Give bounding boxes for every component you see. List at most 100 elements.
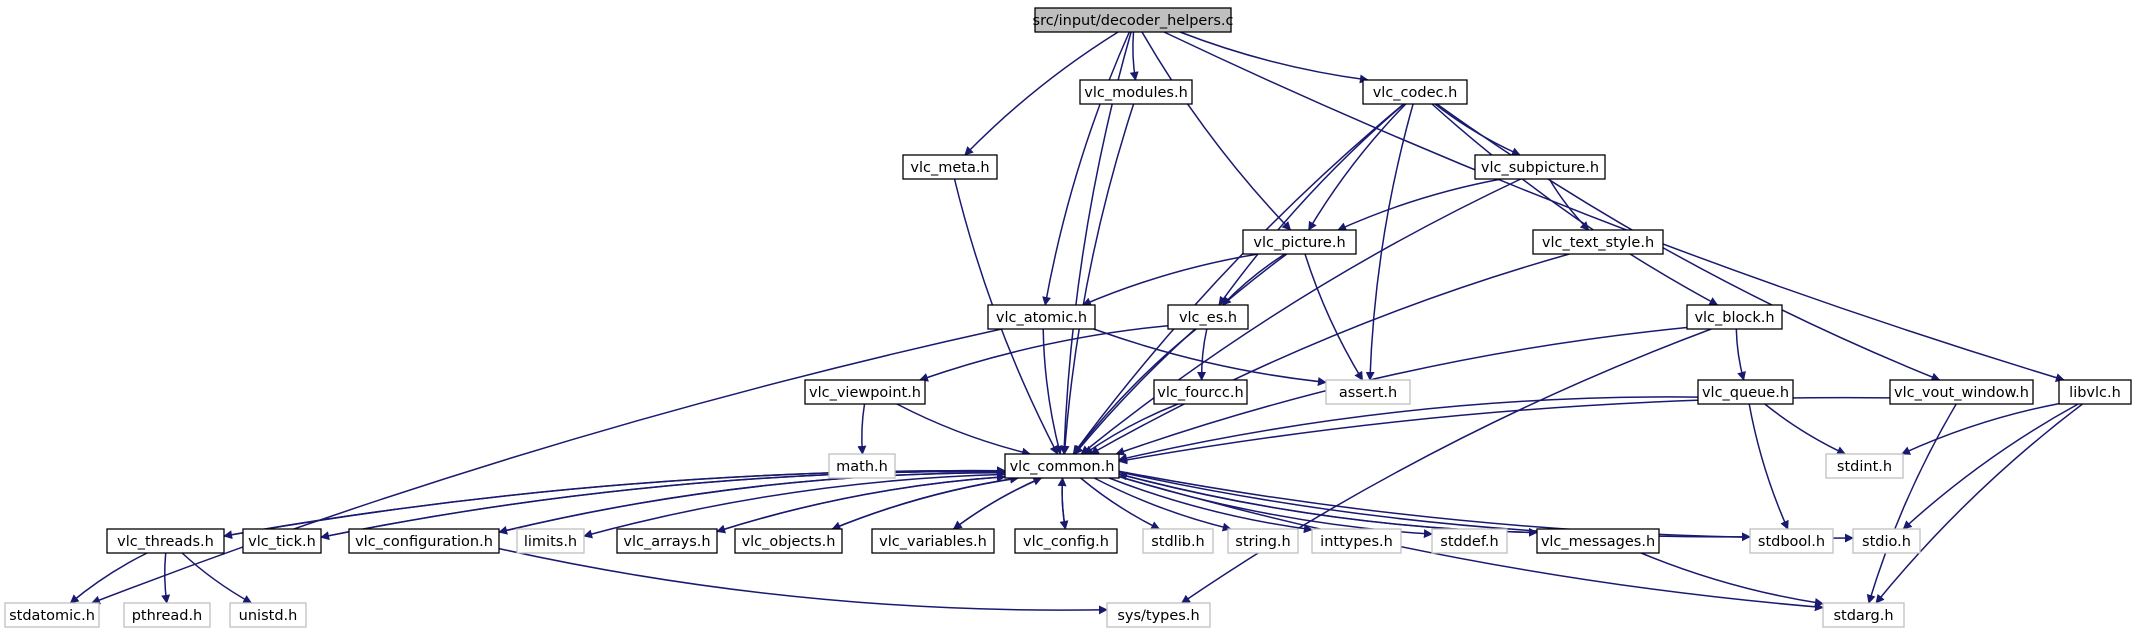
node-label-libvlc: libvlc.h [2069, 385, 2121, 401]
node-vlc_fourcc[interactable]: vlc_fourcc.h [1153, 379, 1248, 405]
node-vlc_subpicture[interactable]: vlc_subpicture.h [1474, 154, 1606, 180]
node-box-libvlc [2058, 379, 2132, 405]
node-vlc_configuration[interactable]: vlc_configuration.h [348, 528, 500, 554]
edge-vlc_vout_window-to-vlc_common [1118, 396, 1891, 465]
node-label-stdatomic: stdatomic.h [9, 608, 95, 624]
edge-vlc_codec-to-vlc_es [1218, 103, 1405, 306]
edge-vlc_vout_window-to-stdarg [1866, 403, 1957, 604]
node-label-math: math.h [836, 459, 888, 475]
node-math[interactable]: math.h [828, 453, 896, 479]
node-label-stdbool: stdbool.h [1758, 534, 1825, 550]
node-sys_types[interactable]: sys/types.h [1106, 602, 1211, 628]
edge-vlc_codec-to-vlc_block [1431, 103, 1719, 306]
edge-root-to-libvlc [1163, 31, 2065, 382]
node-assert[interactable]: assert.h [1325, 379, 1411, 405]
node-box-stdatomic [4, 602, 100, 628]
edge-vlc_atomic-to-vlc_common [1042, 328, 1063, 455]
node-vlc_picture[interactable]: vlc_picture.h [1242, 229, 1357, 255]
node-vlc_es[interactable]: vlc_es.h [1167, 304, 1249, 330]
node-vlc_variables[interactable]: vlc_variables.h [871, 528, 995, 554]
node-label-vlc_objects: vlc_objects.h [742, 534, 836, 550]
node-label-assert: assert.h [1339, 385, 1397, 401]
node-limits[interactable]: limits.h [516, 528, 585, 554]
node-stdatomic[interactable]: stdatomic.h [4, 602, 100, 628]
node-box-limits [516, 528, 585, 554]
edge-vlc_configuration-to-vlc_common [498, 468, 1006, 533]
node-vlc_text_style[interactable]: vlc_text_style.h [1532, 229, 1664, 255]
node-vlc_tick[interactable]: vlc_tick.h [242, 528, 322, 554]
node-unistd[interactable]: unistd.h [229, 602, 307, 628]
node-vlc_queue[interactable]: vlc_queue.h [1697, 379, 1794, 405]
node-label-stdarg: stdarg.h [1833, 608, 1893, 624]
node-pthread[interactable]: pthread.h [123, 602, 211, 628]
node-string[interactable]: string.h [1227, 528, 1299, 554]
node-box-stdlib [1142, 528, 1214, 554]
node-box-vlc_es [1167, 304, 1249, 330]
node-root[interactable]: src/input/decoder_helpers.c [1033, 7, 1234, 33]
node-label-vlc_configuration: vlc_configuration.h [355, 534, 493, 550]
node-box-stdint [1825, 453, 1904, 479]
edge-root-to-vlc_atomic [1042, 31, 1130, 306]
edge-vlc_modules-to-vlc_common [1060, 103, 1135, 455]
node-vlc_common[interactable]: vlc_common.h [1004, 453, 1120, 479]
node-box-vlc_objects [734, 528, 843, 554]
node-vlc_meta[interactable]: vlc_meta.h [902, 154, 998, 180]
node-stdarg[interactable]: stdarg.h [1822, 602, 1905, 628]
edge-vlc_messages-to-stdarg [1640, 552, 1824, 607]
edge-vlc_threads-to-vlc_common [223, 466, 1006, 537]
node-vlc_messages[interactable]: vlc_messages.h [1536, 528, 1660, 554]
node-label-stdint: stdint.h [1837, 459, 1892, 475]
node-libvlc[interactable]: libvlc.h [2058, 379, 2132, 405]
edge-vlc_fourcc-to-vlc_common [1083, 403, 1179, 455]
edge-vlc_tick-to-vlc_common [320, 466, 1006, 539]
node-box-math [828, 453, 896, 479]
node-label-vlc_common: vlc_common.h [1010, 459, 1115, 475]
node-vlc_threads[interactable]: vlc_threads.h [106, 528, 225, 554]
node-stdio[interactable]: stdio.h [1852, 528, 1921, 554]
node-label-vlc_messages: vlc_messages.h [1541, 534, 1655, 550]
edge-vlc_codec-to-vlc_picture [1308, 103, 1407, 231]
node-box-vlc_viewpoint [804, 379, 926, 405]
edge-vlc_common-to-stdbool [1118, 471, 1751, 542]
node-label-vlc_config: vlc_config.h [1023, 534, 1109, 550]
node-vlc_vout_window[interactable]: vlc_vout_window.h [1889, 379, 2034, 405]
node-vlc_codec[interactable]: vlc_codec.h [1362, 79, 1468, 105]
node-box-assert [1325, 379, 1411, 405]
node-label-vlc_subpicture: vlc_subpicture.h [1481, 160, 1599, 176]
node-stdlib[interactable]: stdlib.h [1142, 528, 1214, 554]
node-label-sys_types: sys/types.h [1117, 608, 1199, 624]
node-box-vlc_subpicture [1474, 154, 1606, 180]
node-stddef[interactable]: stddef.h [1431, 528, 1508, 554]
node-vlc_viewpoint[interactable]: vlc_viewpoint.h [804, 379, 926, 405]
node-label-inttypes: inttypes.h [1320, 534, 1393, 550]
node-box-inttypes [1311, 528, 1402, 554]
edge-vlc_variables-to-vlc_common [953, 477, 1043, 530]
edge-vlc_es-to-vlc_common [1073, 328, 1197, 455]
node-box-vlc_vout_window [1889, 379, 2034, 405]
node-box-vlc_config [1014, 528, 1118, 554]
node-stdbool[interactable]: stdbool.h [1749, 528, 1834, 554]
node-box-stdbool [1749, 528, 1834, 554]
edge-vlc_common-to-vlc_configuration [498, 471, 1006, 535]
edge-vlc_es-to-vlc_viewpoint [919, 324, 1169, 382]
edge-vlc_codec-to-assert [1365, 103, 1414, 381]
node-box-vlc_variables [871, 528, 995, 554]
edge-vlc_common-to-stdio [1118, 470, 1854, 543]
edge-vlc_es-to-vlc_fourcc [1197, 328, 1208, 381]
node-vlc_arrays[interactable]: vlc_arrays.h [616, 528, 718, 554]
node-box-unistd [229, 602, 307, 628]
node-vlc_objects[interactable]: vlc_objects.h [734, 528, 843, 554]
node-box-stdarg [1822, 602, 1905, 628]
node-box-pthread [123, 602, 211, 628]
edge-vlc_threads-to-unistd [181, 552, 253, 604]
node-vlc_block[interactable]: vlc_block.h [1686, 304, 1783, 330]
edge-vlc_arrays-to-vlc_common [716, 472, 1006, 533]
edge-vlc_subpicture-to-vlc_common [1080, 178, 1522, 455]
node-stdint[interactable]: stdint.h [1825, 453, 1904, 479]
node-vlc_atomic[interactable]: vlc_atomic.h [987, 304, 1096, 330]
node-box-vlc_common [1004, 453, 1120, 479]
node-inttypes[interactable]: inttypes.h [1311, 528, 1402, 554]
node-vlc_modules[interactable]: vlc_modules.h [1079, 79, 1193, 105]
node-vlc_config[interactable]: vlc_config.h [1014, 528, 1118, 554]
